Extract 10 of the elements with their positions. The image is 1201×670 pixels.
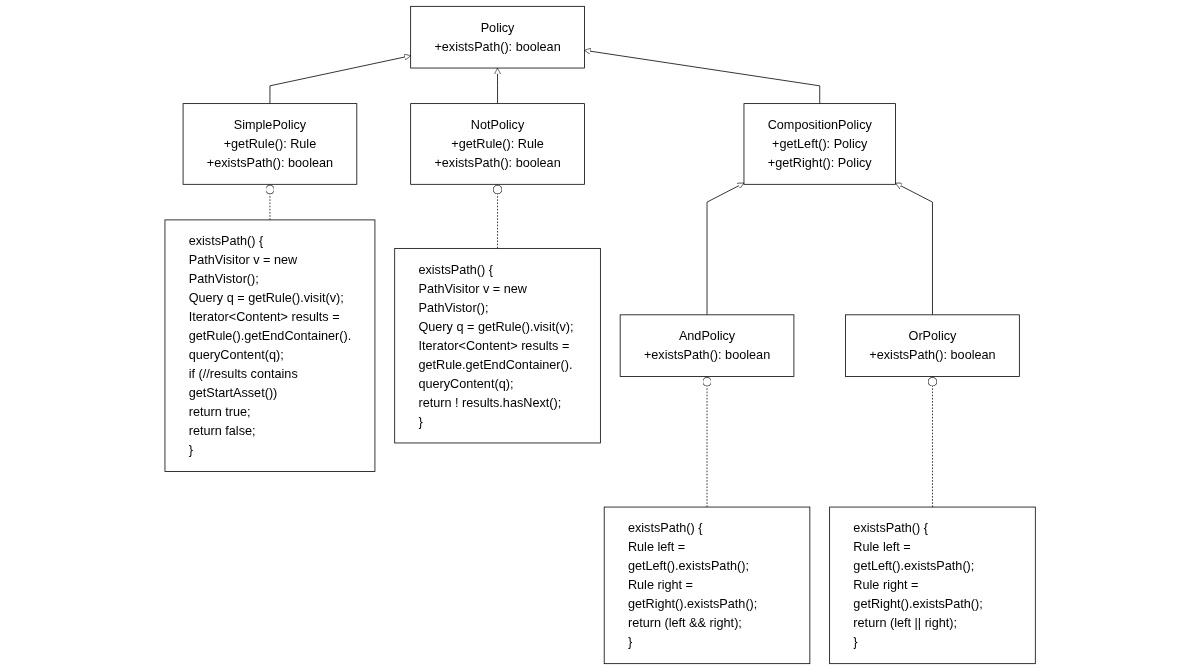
node-box: OrPolicy +existsPath(): boolean [845,314,1021,377]
node-box: NotPolicy +getRule(): Rule +existsPath(): boolean [410,103,586,185]
node-box: CompositionPolicy +getLeft(): Policy +getRight(): Policy [743,103,897,185]
node-box: existsPath() { Rule left = getLeft().existsPath(); Rule right = getRight().existsPath(); return (left || right); } [829,506,1037,665]
node-box: existsPath() { Rule left = getLeft().existsPath(); Rule right = getRight().existsPath(); return (left && right); } [604,506,811,665]
node-box: AndPolicy +existsPath(): boolean [620,314,795,377]
node-box: SimplePolicy +getRule(): Rule +existsPath(): boolean [183,103,358,185]
node-box: existsPath() { PathVisitor v = new PathVistor(); Query q = getRule().visit(v); Iterator<Content> results = getRule.getEndContainer(). queryContent(q); return ! results.hasNext(); } [394,248,602,444]
node-box: Policy +existsPath(): boolean [410,5,586,69]
node-box: existsPath() { PathVisitor v = new PathVistor(); Query q = getRule().visit(v); Iterator<Content> results = getRule().getEndContainer(). queryContent(q); if (//results contains getStartAsset()) return true; return false; } [164,219,376,472]
